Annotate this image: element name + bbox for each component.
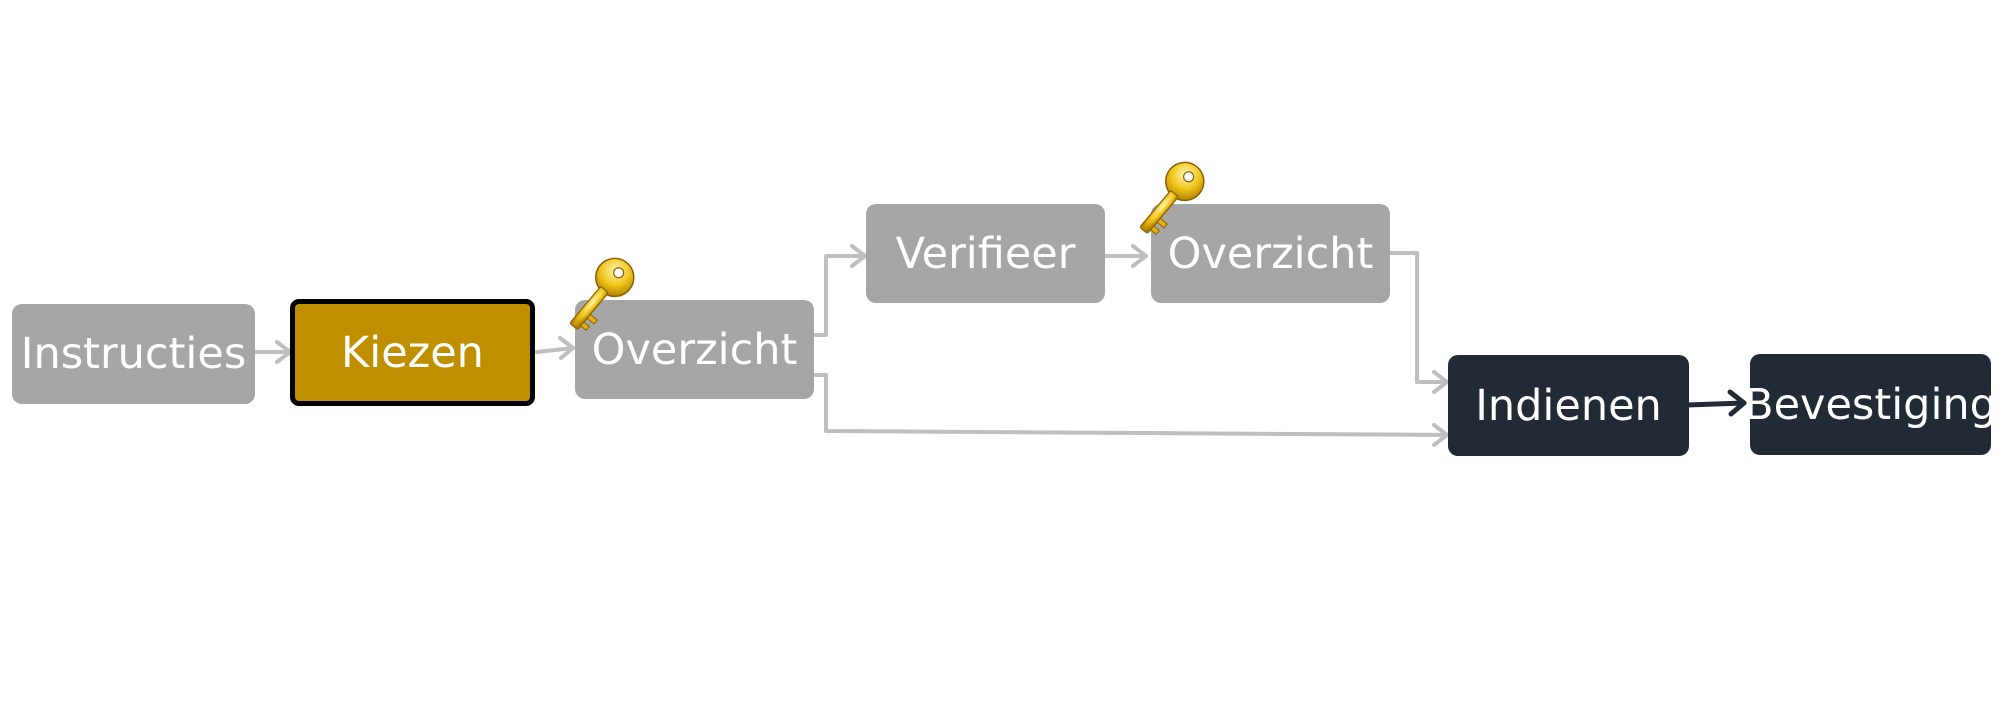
arrow-overzicht-to-indienen-upper [1385,251,1449,394]
step-label: Overzicht [1167,228,1374,279]
step-label: Verifieer [895,228,1076,279]
step-verifieer: Verifieer [866,204,1105,303]
arrow-instructies-to-kiezen [253,340,292,364]
arrow-kiezen-to-overzicht [535,336,575,360]
step-instructies: Instructies [12,304,255,404]
arrow-overzicht-to-verifieer [814,244,867,337]
step-label: Instructies [20,329,247,379]
step-label: Overzicht [591,324,798,375]
step-kiezen-current: Kiezen [290,299,535,406]
step-bevestiging: Bevestiging [1744,354,1997,455]
step-overzicht-2: Overzicht [1151,204,1390,303]
step-label: Bevestiging [1744,379,1997,430]
arrow-verifieer-to-overzicht [1101,244,1148,268]
arrow-overzicht-to-indienen [814,373,1449,447]
key-icon [1140,161,1205,235]
key-icon [570,257,635,331]
step-label: Kiezen [341,327,484,378]
arrow-indienen-to-bevestiging [1684,389,1747,417]
step-label: Indienen [1475,380,1662,431]
step-indienen: Indienen [1448,355,1689,456]
step-overzicht-1: Overzicht [575,300,814,399]
